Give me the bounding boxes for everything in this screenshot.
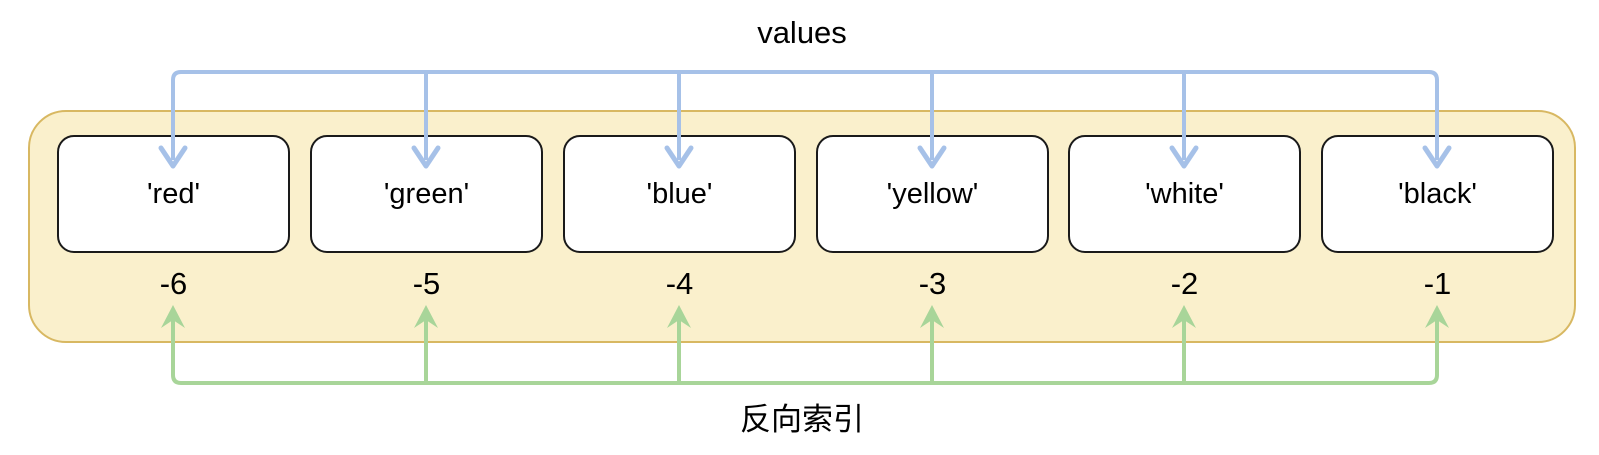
list-item-value: 'yellow'	[886, 177, 979, 210]
negative-index-label: -3	[918, 266, 947, 301]
list-item-box: 'white'	[1068, 135, 1301, 253]
values-title: values	[757, 15, 847, 50]
list-item-value: 'white'	[1145, 177, 1224, 210]
negative-index-label: -1	[1423, 266, 1452, 301]
list-item-value: 'blue'	[646, 177, 713, 210]
negative-index-label: -2	[1170, 266, 1199, 301]
list-item-value: 'green'	[383, 177, 470, 210]
negative-index-label: -6	[159, 266, 188, 301]
list-item-box: 'yellow'	[816, 135, 1049, 253]
list-item-box: 'red'	[57, 135, 290, 253]
negative-index-label: -5	[412, 266, 441, 301]
list-item-box: 'green'	[310, 135, 543, 253]
reverse-index-title: 反向索引	[740, 402, 864, 437]
list-item-box: 'blue'	[563, 135, 796, 253]
list-item-value: 'red'	[147, 177, 200, 210]
list-item-value: 'black'	[1398, 177, 1477, 210]
list-item-box: 'black'	[1321, 135, 1554, 253]
negative-index-label: -4	[665, 266, 694, 301]
